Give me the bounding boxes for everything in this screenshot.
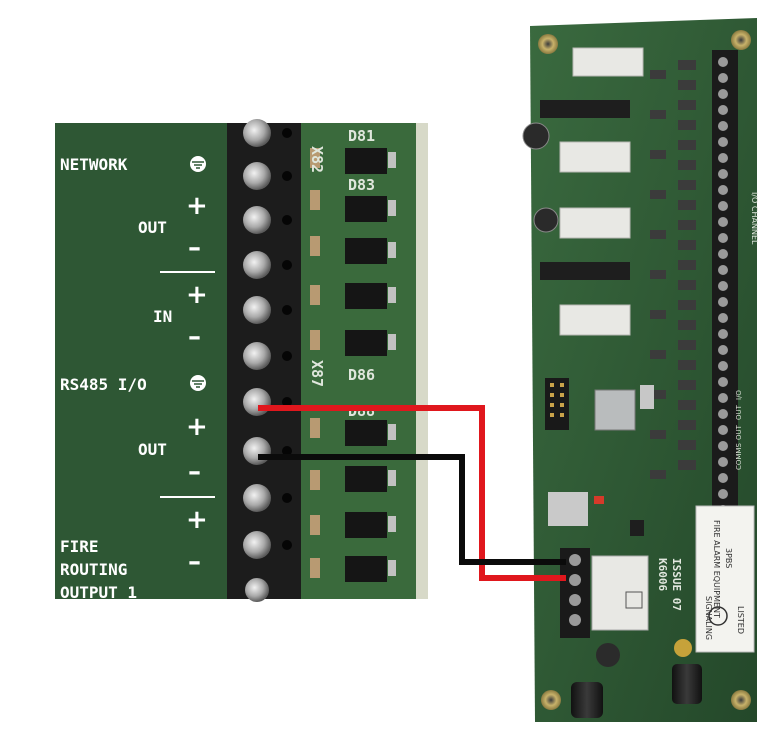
terminal-screw <box>243 437 271 465</box>
label-output1: OUTPUT 1 <box>60 583 137 602</box>
dip-ic <box>540 100 630 118</box>
microcontroller <box>594 389 636 431</box>
terminal-screw <box>243 251 271 279</box>
terminal-screw <box>243 206 271 234</box>
wires <box>258 405 566 581</box>
terminal-screw <box>243 119 271 147</box>
silk-d86: D86 <box>348 366 375 384</box>
sticker-line1: FIRE ALARM EQUIPMENT <box>712 520 721 618</box>
black-wire <box>258 454 566 565</box>
plus-symbol: + <box>186 280 208 310</box>
zoom-panel: D81 D83 D86 D88 X82 X87 NETWORK + OUT – … <box>55 119 428 602</box>
silk-d83: D83 <box>348 176 375 194</box>
minus-symbol: – <box>188 547 201 577</box>
terminal-screw <box>243 162 271 190</box>
terminal-screw <box>243 484 271 512</box>
label-io: I/O <box>735 390 743 400</box>
terminal-screws <box>243 119 271 602</box>
capacitor <box>522 122 550 150</box>
header-pins <box>550 383 564 417</box>
crystal <box>640 385 654 409</box>
wire-entry-holes <box>282 128 292 550</box>
ribbon-header <box>545 378 569 430</box>
board-diode-column <box>650 60 696 479</box>
label-network: NETWORK <box>60 155 128 174</box>
compliance-sticker: FIRE ALARM EQUIPMENT 3PBS SIGNALING LIST… <box>695 505 755 653</box>
label-comms: COMMS <box>735 443 743 470</box>
white-connectors <box>559 47 644 336</box>
terminal-screw <box>243 342 271 370</box>
board-issue: ISSUE 07 <box>670 558 683 611</box>
smd-diodes <box>345 148 396 582</box>
silk-x82: X82 <box>308 146 326 173</box>
earth-icon <box>190 375 206 391</box>
terminal-screw <box>243 531 271 559</box>
dip-switch <box>548 492 588 526</box>
terminal-screw <box>243 296 271 324</box>
label-in: IN <box>153 307 172 326</box>
small-ic <box>630 520 644 536</box>
label-out-bottom: OUT <box>138 440 167 459</box>
label-routing: ROUTING <box>60 560 127 579</box>
minus-symbol: – <box>188 322 201 352</box>
ul-logo <box>708 606 728 626</box>
zoom-pcb-left <box>55 123 227 599</box>
plus-symbol: + <box>186 412 208 442</box>
yellow-capacitor <box>674 639 692 657</box>
inductor <box>672 664 702 704</box>
plus-symbol: + <box>186 191 208 221</box>
terminal-screw <box>245 578 269 602</box>
power-terminal-screws <box>569 554 581 626</box>
board-terminal-screws <box>718 57 728 515</box>
board-part-number: K6006 <box>656 558 669 591</box>
io-channel-label: I/O CHANNEL <box>750 192 759 245</box>
label-out1: OUT <box>735 424 743 440</box>
label-fire: FIRE <box>60 537 99 556</box>
smd-resistors <box>310 148 320 578</box>
silk-x87: X87 <box>308 360 326 387</box>
zoom-pcb-edge <box>416 123 428 599</box>
silk-d81: D81 <box>348 127 375 145</box>
label-rs485: RS485 I/O <box>60 375 147 394</box>
label-out2: OUT <box>735 404 743 420</box>
dip-ic <box>540 262 630 280</box>
relay <box>591 555 649 631</box>
red-wire <box>258 405 566 581</box>
label-out-top: OUT <box>138 218 167 237</box>
mounting-hole <box>731 30 751 50</box>
minus-symbol: – <box>188 457 201 487</box>
capacitor <box>596 643 620 667</box>
large-capacitor <box>571 682 603 718</box>
red-led <box>594 496 604 504</box>
mounting-hole <box>731 690 751 710</box>
minus-symbol: – <box>188 233 201 263</box>
mounting-hole <box>541 690 561 710</box>
mounting-hole <box>538 34 558 54</box>
sticker-line4: LISTED <box>736 606 745 634</box>
terminal-screw <box>243 388 271 416</box>
earth-icon <box>190 156 206 172</box>
plus-symbol: + <box>186 505 208 535</box>
capacitor <box>533 207 559 233</box>
sticker-line2: 3PBS <box>724 548 733 568</box>
fm-logo <box>625 591 643 609</box>
io-board: I/O CHANNEL <box>522 18 759 722</box>
